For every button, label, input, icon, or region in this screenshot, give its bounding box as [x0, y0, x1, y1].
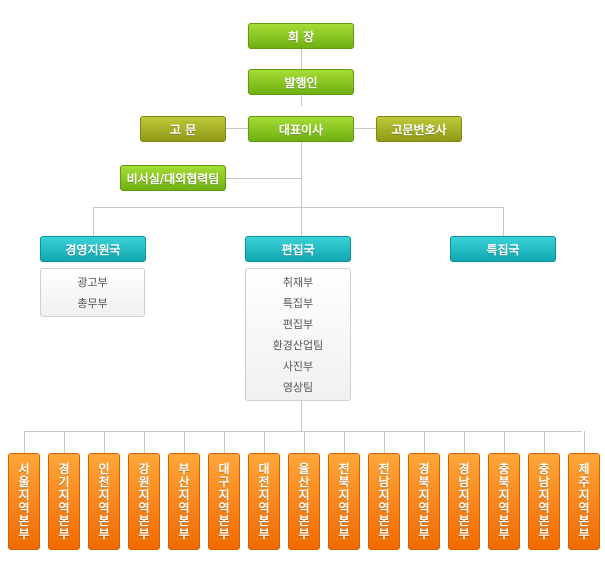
connector-branch-drop — [184, 431, 185, 453]
sub-item-reporting: 취재부 — [282, 276, 314, 289]
connector-dept1-drop — [93, 207, 94, 236]
connector-branch-drop — [464, 431, 465, 453]
ceo-box: 대표이사 — [248, 116, 354, 142]
connector-branches-horizontal — [24, 431, 582, 432]
sub-item-environment-industry: 환경산업팀 — [272, 339, 324, 352]
secretariat-box: 비서실/대외협력팀 — [120, 165, 226, 191]
connector-ceo-down — [301, 140, 302, 208]
sub-item-features: 특집부 — [282, 297, 314, 310]
connector-branch-drop — [504, 431, 505, 453]
connector-branch-drop — [424, 431, 425, 453]
publisher-box: 발행인 — [248, 69, 354, 95]
sub-item-photo: 사진부 — [282, 360, 314, 373]
connector-branch-drop — [144, 431, 145, 453]
connector-branch-drop — [384, 431, 385, 453]
dept-management-box: 경영지원국 — [40, 236, 146, 262]
connector-departments-horizontal — [93, 207, 503, 208]
connector-editorial-down — [301, 400, 302, 432]
sub-item-general-affairs: 총무부 — [77, 297, 108, 310]
chairman-box: 회 장 — [248, 23, 354, 49]
dept-special-box: 특집국 — [450, 236, 556, 262]
sub-item-advertising: 광고부 — [77, 276, 108, 289]
connector-dept3-drop — [503, 207, 504, 236]
connector-branch-drop — [64, 431, 65, 453]
dept-management-sublist: 광고부 총무부 — [40, 268, 145, 317]
connector-branch-drop — [584, 431, 585, 453]
connector-branch-drop — [344, 431, 345, 453]
connector-branch-drop — [304, 431, 305, 453]
connector-secretariat — [226, 178, 302, 179]
connector-branch-drop — [544, 431, 545, 453]
sub-item-editing: 편집부 — [282, 318, 314, 331]
connector-branch-drop — [24, 431, 25, 453]
advisor-box: 고 문 — [140, 116, 226, 142]
legal-advisor-box: 고문변호사 — [376, 116, 462, 142]
dept-editorial-sublist: 취재부 특집부 편집부 환경산업팀 사진부 영상팀 — [245, 268, 351, 401]
connector-dept2-drop — [301, 207, 302, 236]
connector-branch-drop — [104, 431, 105, 453]
connector-branch-drop — [264, 431, 265, 453]
connector-branch-drop — [224, 431, 225, 453]
dept-editorial-box: 편집국 — [245, 236, 351, 262]
sub-item-video: 영상팀 — [282, 381, 314, 394]
